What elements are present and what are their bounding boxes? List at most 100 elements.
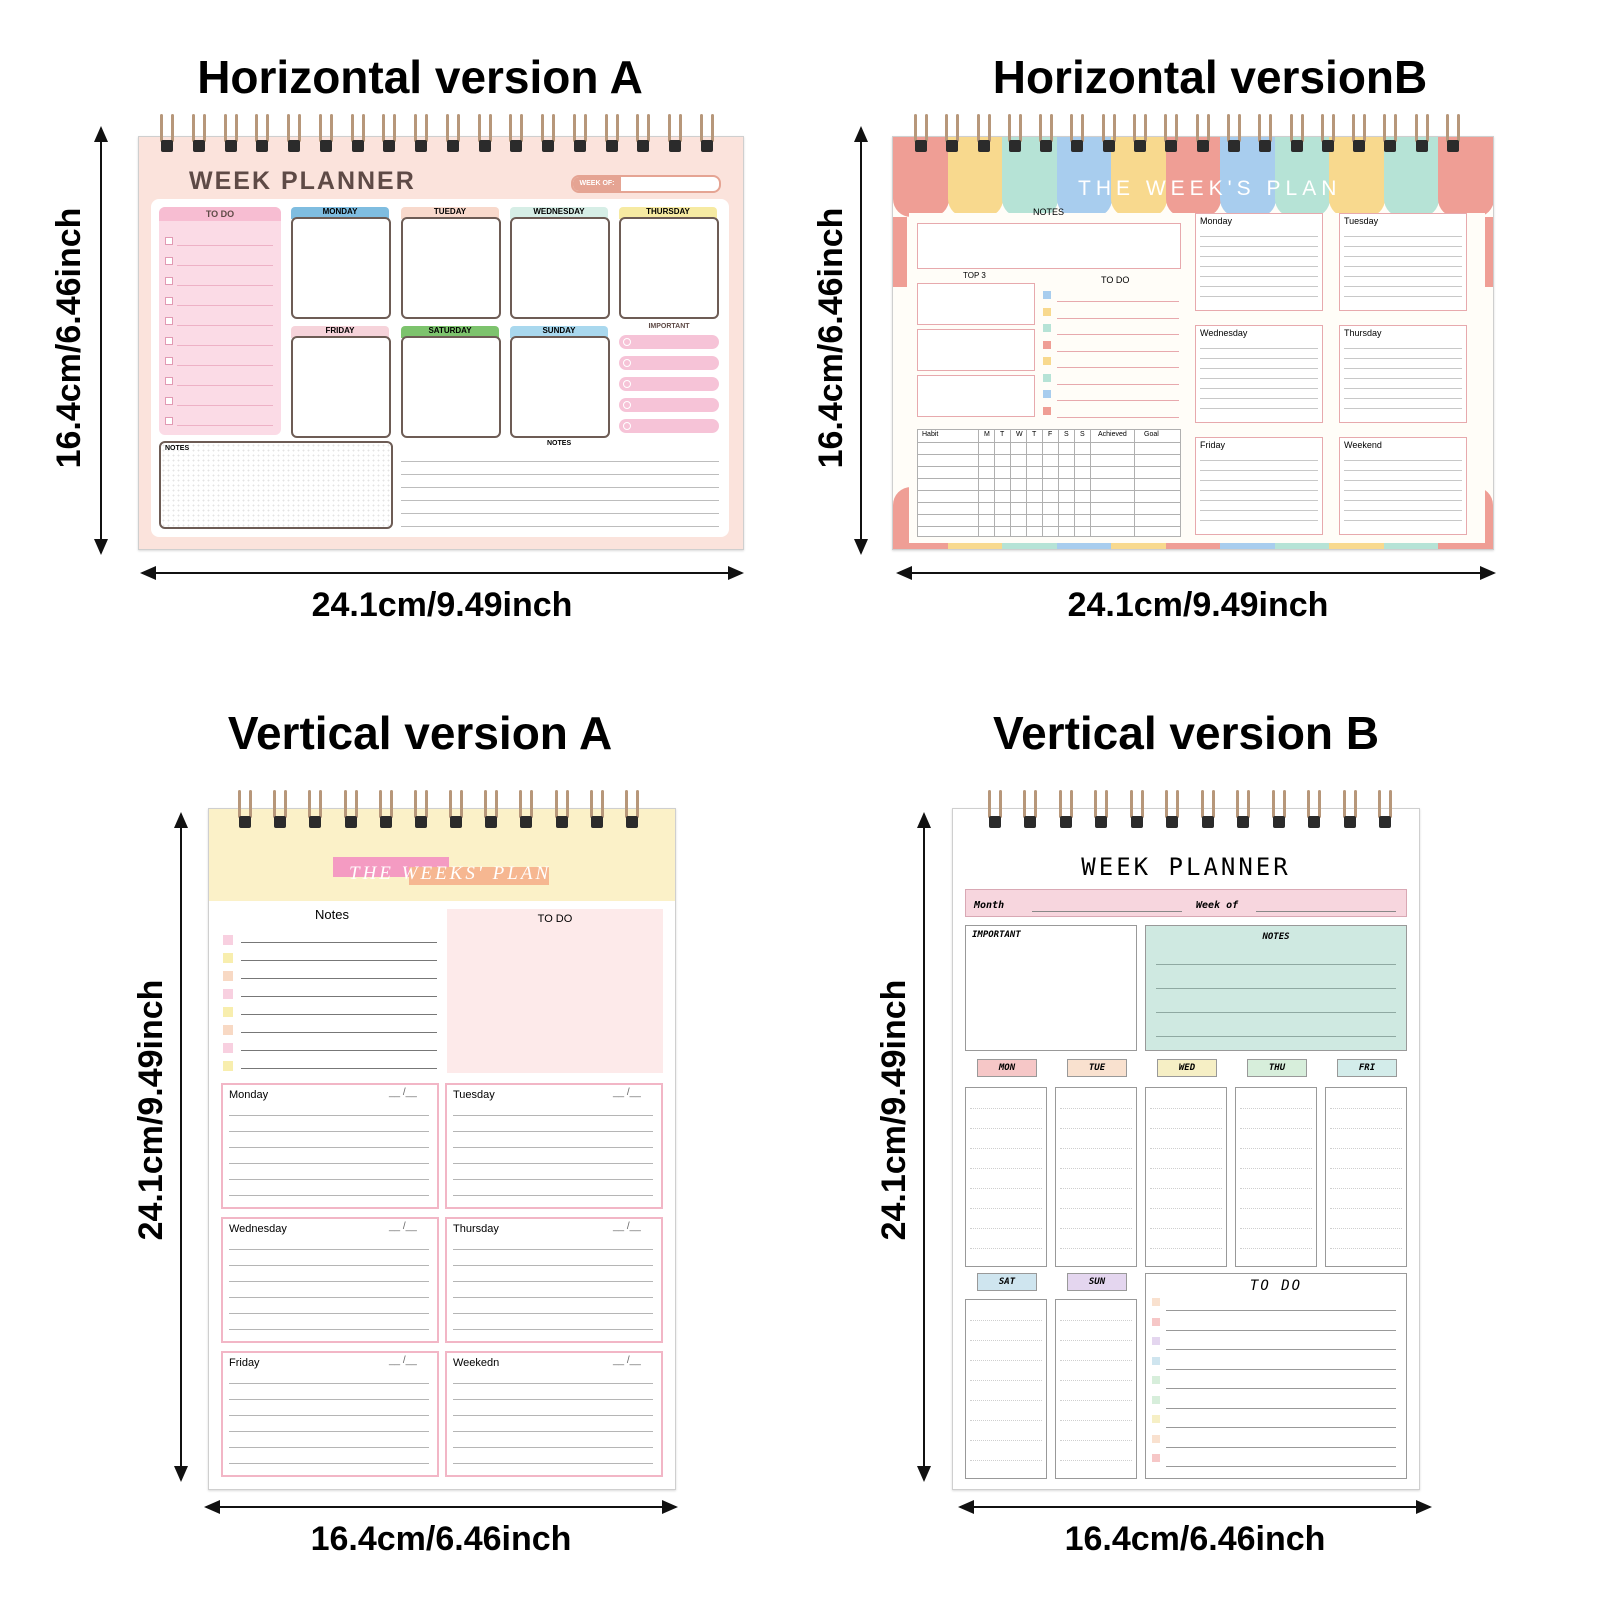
day-line[interactable]	[1344, 470, 1462, 471]
day-line[interactable]	[1330, 1208, 1402, 1210]
day-box[interactable]: Wednesday__ /__	[221, 1217, 439, 1343]
day-line[interactable]	[1344, 368, 1462, 369]
notes-line[interactable]	[1156, 1036, 1396, 1037]
day-line[interactable]	[229, 1383, 429, 1384]
day-line[interactable]	[453, 1399, 653, 1400]
note-line[interactable]	[241, 960, 437, 961]
month-line[interactable]	[1032, 911, 1182, 912]
day-line[interactable]	[1200, 368, 1318, 369]
day-line[interactable]	[970, 1420, 1042, 1422]
todo-line[interactable]	[1057, 367, 1179, 368]
todo-checkbox[interactable]	[165, 397, 173, 405]
todo-line[interactable]	[177, 265, 273, 266]
day-line[interactable]	[229, 1179, 429, 1180]
day-line[interactable]	[229, 1265, 429, 1266]
day-line[interactable]	[1240, 1128, 1312, 1130]
day-line[interactable]	[1240, 1188, 1312, 1190]
day-line[interactable]	[1344, 276, 1462, 277]
day-line[interactable]	[229, 1249, 429, 1250]
day-line[interactable]	[453, 1195, 653, 1196]
day-line[interactable]	[453, 1147, 653, 1148]
day-line[interactable]	[1060, 1380, 1132, 1382]
todo-box[interactable]: TO DO	[447, 909, 663, 1073]
day-column[interactable]	[1325, 1087, 1407, 1267]
day-box[interactable]: Thursday__ /__	[445, 1217, 663, 1343]
day-column[interactable]	[1055, 1087, 1137, 1267]
day-line[interactable]	[1060, 1248, 1132, 1250]
day-line[interactable]	[1240, 1168, 1312, 1170]
day-box-tuesday[interactable]	[401, 217, 501, 319]
day-line[interactable]	[1344, 520, 1462, 521]
day-box[interactable]: Wednesday	[1195, 325, 1323, 423]
note-line[interactable]	[241, 1068, 437, 1069]
day-box[interactable]: Thursday	[1339, 325, 1467, 423]
day-line[interactable]	[1344, 378, 1462, 379]
day-line[interactable]	[970, 1228, 1042, 1230]
todo-checkbox[interactable]	[165, 317, 173, 325]
day-line[interactable]	[229, 1131, 429, 1132]
note-line[interactable]	[241, 1050, 437, 1051]
note-line[interactable]	[241, 978, 437, 979]
day-line[interactable]	[970, 1148, 1042, 1150]
day-line[interactable]	[1150, 1168, 1222, 1170]
todo-checkbox[interactable]	[165, 257, 173, 265]
todo-checkbox[interactable]	[165, 297, 173, 305]
day-line[interactable]	[453, 1431, 653, 1432]
top3-box[interactable]	[917, 375, 1035, 417]
day-line[interactable]	[1330, 1248, 1402, 1250]
important-box[interactable]: IMPORTANT	[965, 925, 1137, 1051]
day-line[interactable]	[1344, 480, 1462, 481]
note-line[interactable]	[241, 996, 437, 997]
todo-checkbox[interactable]	[165, 237, 173, 245]
day-line[interactable]	[1060, 1208, 1132, 1210]
day-line[interactable]	[1344, 246, 1462, 247]
day-column[interactable]	[965, 1299, 1047, 1479]
notes-line[interactable]	[1156, 1012, 1396, 1013]
todo-checkbox[interactable]	[165, 377, 173, 385]
todo-checkbox[interactable]	[165, 417, 173, 425]
day-line[interactable]	[1344, 398, 1462, 399]
day-line[interactable]	[970, 1360, 1042, 1362]
day-line[interactable]	[453, 1313, 653, 1314]
day-line[interactable]	[1200, 460, 1318, 461]
day-line[interactable]	[1150, 1188, 1222, 1190]
day-line[interactable]	[1200, 490, 1318, 491]
day-box-wednesday[interactable]	[510, 217, 610, 319]
day-line[interactable]	[1200, 470, 1318, 471]
day-line[interactable]	[1200, 276, 1318, 277]
day-line[interactable]	[453, 1297, 653, 1298]
todo-line[interactable]	[177, 425, 273, 426]
day-box-sunday[interactable]	[510, 336, 610, 438]
day-line[interactable]	[1240, 1108, 1312, 1110]
day-line[interactable]	[229, 1431, 429, 1432]
todo-line[interactable]	[1166, 1466, 1396, 1467]
day-box[interactable]: Monday	[1195, 213, 1323, 311]
todo-line[interactable]	[1166, 1388, 1396, 1389]
todo-line[interactable]	[177, 245, 273, 246]
day-line[interactable]	[1344, 510, 1462, 511]
day-line[interactable]	[453, 1447, 653, 1448]
todo-line[interactable]	[1057, 334, 1179, 335]
day-line[interactable]	[453, 1281, 653, 1282]
todo-line[interactable]	[1166, 1329, 1396, 1331]
important-item[interactable]	[619, 335, 719, 349]
day-line[interactable]	[970, 1188, 1042, 1190]
day-line[interactable]	[1330, 1188, 1402, 1190]
note-line[interactable]	[241, 1032, 437, 1033]
day-line[interactable]	[970, 1108, 1042, 1110]
day-column[interactable]	[965, 1087, 1047, 1267]
notes-line[interactable]	[401, 526, 719, 527]
day-line[interactable]	[1200, 236, 1318, 237]
day-line[interactable]	[1200, 358, 1318, 359]
todo-line[interactable]	[1166, 1349, 1396, 1350]
notes-dot-grid[interactable]: NOTES	[159, 441, 393, 529]
day-line[interactable]	[970, 1460, 1042, 1462]
todo-line[interactable]	[1166, 1368, 1396, 1370]
day-line[interactable]	[970, 1440, 1042, 1442]
day-line[interactable]	[970, 1168, 1042, 1170]
day-line[interactable]	[1344, 348, 1462, 349]
day-line[interactable]	[229, 1329, 429, 1330]
todo-checkbox[interactable]	[165, 337, 173, 345]
day-line[interactable]	[1200, 378, 1318, 379]
